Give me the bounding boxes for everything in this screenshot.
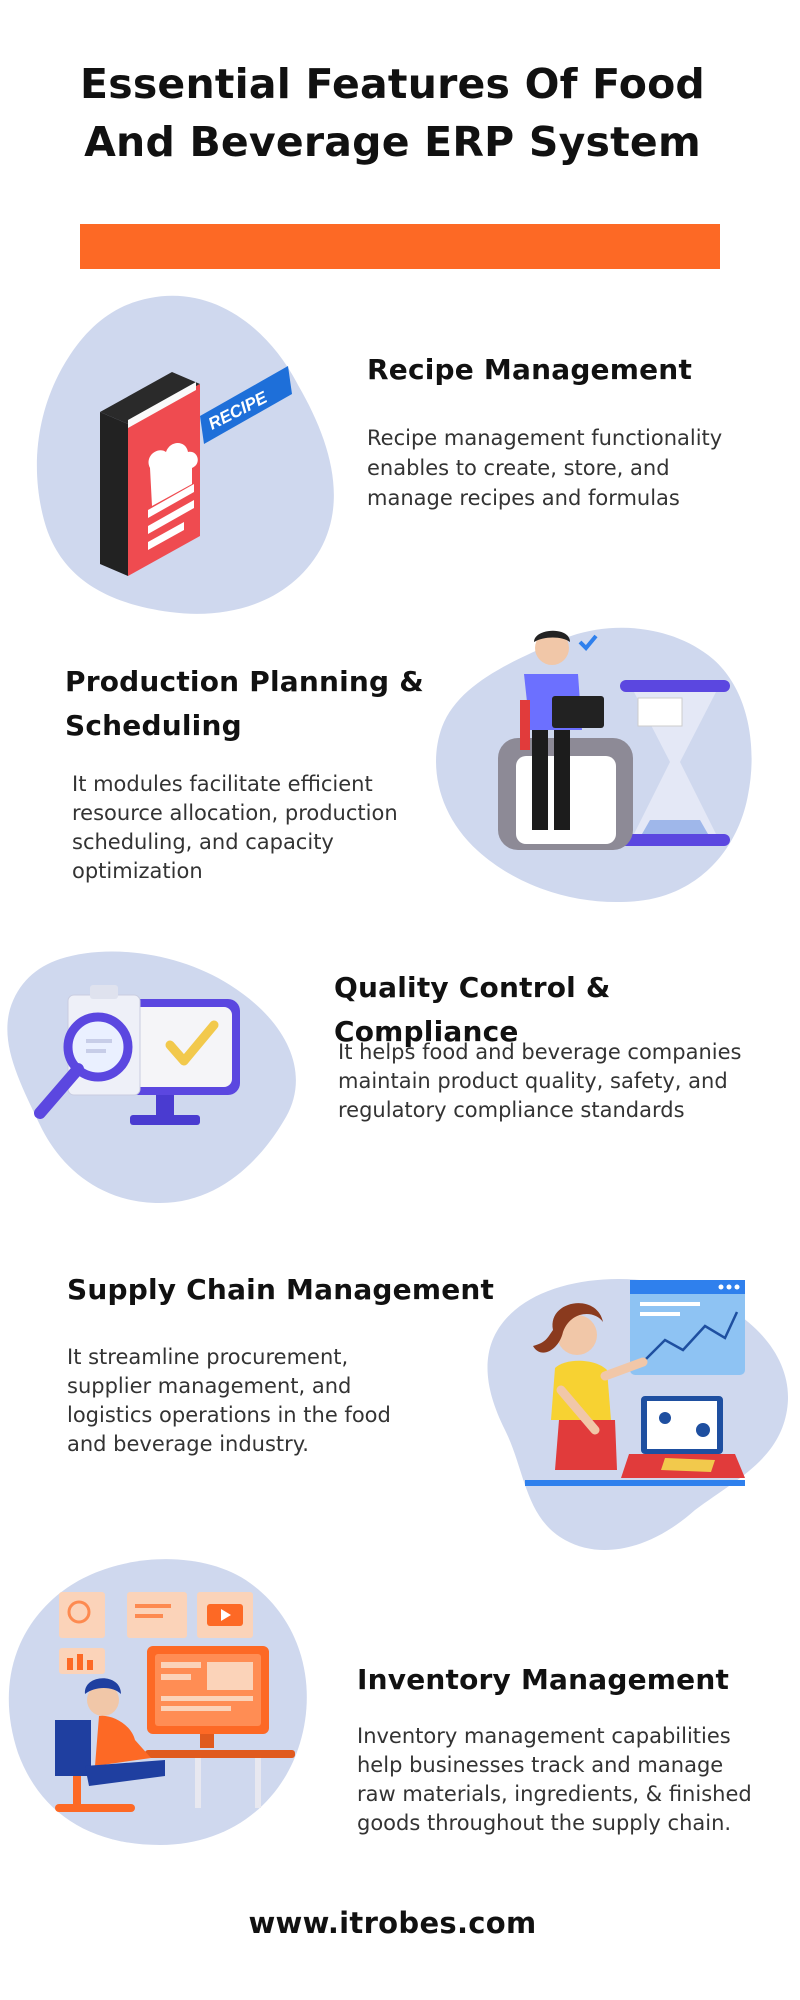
heading-line-1: Production Planning & <box>65 665 424 698</box>
feature-heading: Recipe Management <box>367 353 693 386</box>
feature-description: It streamline procurement, supplier mana… <box>67 1345 391 1456</box>
feature-description: Recipe management functionality enables … <box>367 426 723 510</box>
magnifier-checklist-icon <box>34 985 240 1125</box>
feature-heading: Production Planning & Scheduling <box>65 660 424 748</box>
feature-description: Inventory management capabilities help b… <box>357 1724 752 1835</box>
accent-bar <box>80 224 720 269</box>
feature-heading: Supply Chain Management <box>67 1273 495 1306</box>
heading-line-2: Scheduling <box>65 709 242 742</box>
title-line-2: And Beverage ERP System <box>84 118 701 166</box>
feature-description: It modules facilitate efficient resource… <box>72 772 398 883</box>
person-laptop-hourglass-icon <box>498 630 730 850</box>
footer-website-url[interactable]: www.itrobes.com <box>248 1906 537 1940</box>
worker-dashboard-icon <box>55 1592 295 1812</box>
feature-heading: Quality Control & Compliance <box>334 971 611 1048</box>
title-line-1: Essential Features Of Food <box>80 60 705 108</box>
woman-analytics-icon <box>525 1280 745 1486</box>
recipe-book-icon: RECIPE <box>100 366 292 576</box>
feature-description: It helps food and beverage companies mai… <box>338 1040 742 1122</box>
feature-heading: Inventory Management <box>357 1663 730 1696</box>
page-title: Essential Features Of Food And Beverage … <box>40 55 745 171</box>
